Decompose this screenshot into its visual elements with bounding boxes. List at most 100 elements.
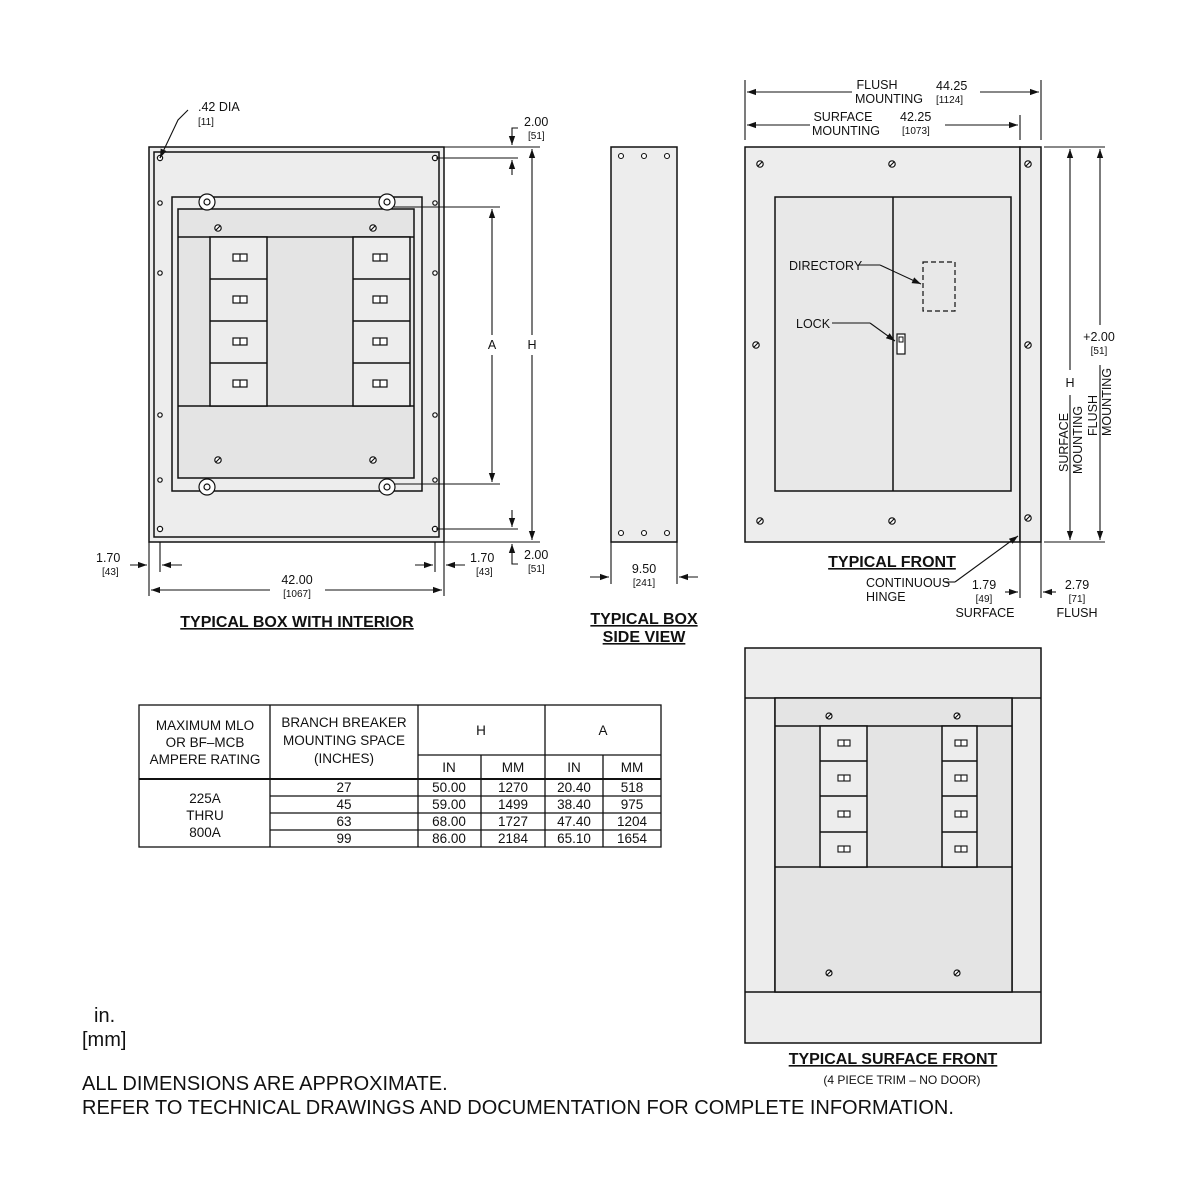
interior-screws bbox=[214, 224, 377, 464]
surface-front-view bbox=[744, 647, 1042, 1044]
header-h: H bbox=[476, 723, 486, 738]
row-h-in: 50.00 bbox=[432, 780, 466, 795]
depth-mm: [241] bbox=[633, 578, 655, 589]
flush-depth: 2.79 bbox=[1065, 578, 1089, 592]
row-a-in: 65.10 bbox=[557, 831, 591, 846]
lock-label: LOCK bbox=[796, 317, 831, 331]
box-interior-labels: .42 DIA [11] 2.00 [51] 2.00 [51] 1.70 [4… bbox=[96, 100, 548, 631]
flush-width: 44.25 bbox=[936, 79, 967, 93]
interior-mounting-studs bbox=[198, 193, 396, 496]
flush-width-mm: [1124] bbox=[936, 95, 963, 106]
sub-h-mm: MM bbox=[502, 760, 525, 775]
row-h-mm: 2184 bbox=[498, 831, 529, 846]
front-screws bbox=[752, 160, 1032, 525]
top-offset-label: 2.00 bbox=[524, 115, 548, 129]
door-lock bbox=[896, 333, 906, 355]
rating-cell-1: 225A bbox=[189, 791, 221, 806]
row-h-in: 86.00 bbox=[432, 831, 466, 846]
row-a-in: 47.40 bbox=[557, 814, 591, 829]
sub-a-in: IN bbox=[567, 760, 581, 775]
flush-mounting-label-2: MOUNTING bbox=[855, 92, 923, 106]
interior-frame bbox=[171, 196, 423, 492]
surface-breaker-toggles bbox=[837, 739, 968, 853]
front-dimensions bbox=[744, 80, 1105, 598]
row-a-in: 20.40 bbox=[557, 780, 591, 795]
surface-mounting-label-2: MOUNTING bbox=[812, 124, 880, 138]
flush-depth-mm: [71] bbox=[1069, 594, 1086, 605]
general-notes: ALL DIMENSIONS ARE APPROXIMATE. REFER TO… bbox=[82, 1072, 954, 1120]
note-approximate: ALL DIMENSIONS ARE APPROXIMATE. bbox=[82, 1073, 448, 1095]
row-h-mm: 1270 bbox=[498, 780, 528, 795]
breaker-toggles-right bbox=[372, 253, 388, 388]
hole-dia-mm: [11] bbox=[198, 117, 214, 128]
surface-depth-mm: [49] bbox=[976, 594, 993, 605]
dim-h-label: H bbox=[527, 338, 536, 352]
header-rating-3: AMPERE RATING bbox=[150, 752, 261, 767]
plus-h-label: +2.00 bbox=[1083, 330, 1115, 344]
bottom-offset-label: 2.00 bbox=[524, 548, 548, 562]
front-title: TYPICAL FRONT bbox=[828, 554, 956, 571]
front-labels: FLUSH MOUNTING 44.25 [1124] SURFACE MOUN… bbox=[789, 78, 1115, 620]
surface-front-labels: TYPICAL SURFACE FRONT (4 PIECE TRIM – NO… bbox=[789, 1051, 998, 1087]
hole-dia-label: .42 DIA bbox=[198, 100, 240, 114]
row-a-mm: 1654 bbox=[617, 831, 648, 846]
hinge-label-1: CONTINUOUS bbox=[866, 576, 950, 590]
right-margin-mm: [43] bbox=[476, 567, 493, 578]
row-h-mm: 1727 bbox=[498, 814, 528, 829]
bottom-offset-mm: [51] bbox=[528, 564, 545, 575]
left-margin-label: 1.70 bbox=[96, 551, 120, 565]
box-mounting-holes bbox=[156, 154, 439, 533]
table-row: 45 59.00 1499 38.40 975 bbox=[336, 797, 643, 812]
header-rating-1: MAXIMUM MLO bbox=[156, 718, 254, 733]
row-a-mm: 1204 bbox=[617, 814, 648, 829]
side-view bbox=[590, 146, 698, 584]
sub-h-in: IN bbox=[442, 760, 456, 775]
right-margin-label: 1.70 bbox=[470, 551, 494, 565]
side-view-box bbox=[610, 146, 678, 543]
row-space: 27 bbox=[336, 780, 351, 795]
header-space-3: (INCHES) bbox=[314, 751, 374, 766]
width-label: 42.00 bbox=[281, 573, 312, 587]
table-row: 63 68.00 1727 47.40 1204 bbox=[336, 814, 647, 829]
vertical-surface-label-1: SURFACE bbox=[1057, 413, 1071, 472]
sub-a-mm: MM bbox=[621, 760, 644, 775]
surface-front-subtitle: (4 PIECE TRIM – NO DOOR) bbox=[823, 1073, 980, 1087]
surface-mounting-label-1: SURFACE bbox=[813, 110, 872, 124]
row-h-in: 59.00 bbox=[432, 797, 466, 812]
side-view-knockouts bbox=[617, 152, 671, 537]
vertical-flush-label-2: MOUNTING bbox=[1100, 368, 1114, 436]
front-h-label: H bbox=[1065, 376, 1074, 390]
row-h-in: 68.00 bbox=[432, 814, 466, 829]
breaker-toggles-left bbox=[232, 253, 248, 388]
vertical-surface-label-2: MOUNTING bbox=[1071, 406, 1085, 474]
units-legend: in. [mm] bbox=[82, 1004, 126, 1052]
dimension-table: MAXIMUM MLO OR BF–MCB AMPERE RATING BRAN… bbox=[138, 704, 662, 848]
table-row: 27 50.00 1270 20.40 518 bbox=[336, 780, 643, 795]
surface-width-mm: [1073] bbox=[902, 126, 930, 137]
row-space: 99 bbox=[336, 831, 351, 846]
table-row: 99 86.00 2184 65.10 1654 bbox=[336, 831, 647, 846]
side-view-labels: 9.50 [241] TYPICAL BOX SIDE VIEW bbox=[590, 562, 698, 646]
rating-cell-2: THRU bbox=[186, 808, 224, 823]
side-view-title-2: SIDE VIEW bbox=[603, 629, 687, 646]
vertical-flush-label-1: FLUSH bbox=[1086, 395, 1100, 436]
dim-a-label: A bbox=[488, 338, 497, 352]
units-mm: [mm] bbox=[82, 1029, 127, 1051]
surface-width: 42.25 bbox=[900, 110, 931, 124]
plus-h-mm: [51] bbox=[1091, 346, 1108, 357]
box-interior-view bbox=[148, 146, 445, 543]
row-space: 63 bbox=[336, 814, 351, 829]
surface-depth: 1.79 bbox=[972, 578, 996, 592]
directory-label: DIRECTORY bbox=[789, 259, 863, 273]
header-space-1: BRANCH BREAKER bbox=[281, 715, 407, 730]
surface-screws bbox=[825, 712, 961, 977]
depth-label: 9.50 bbox=[632, 562, 656, 576]
directory-frame bbox=[922, 261, 956, 312]
front-view bbox=[744, 146, 1042, 543]
header-a: A bbox=[598, 723, 607, 738]
width-mm: [1067] bbox=[283, 589, 311, 600]
flush-depth-label: FLUSH bbox=[1057, 606, 1098, 620]
note-refer: REFER TO TECHNICAL DRAWINGS AND DOCUMENT… bbox=[82, 1097, 954, 1119]
surface-front-title: TYPICAL SURFACE FRONT bbox=[789, 1051, 998, 1068]
